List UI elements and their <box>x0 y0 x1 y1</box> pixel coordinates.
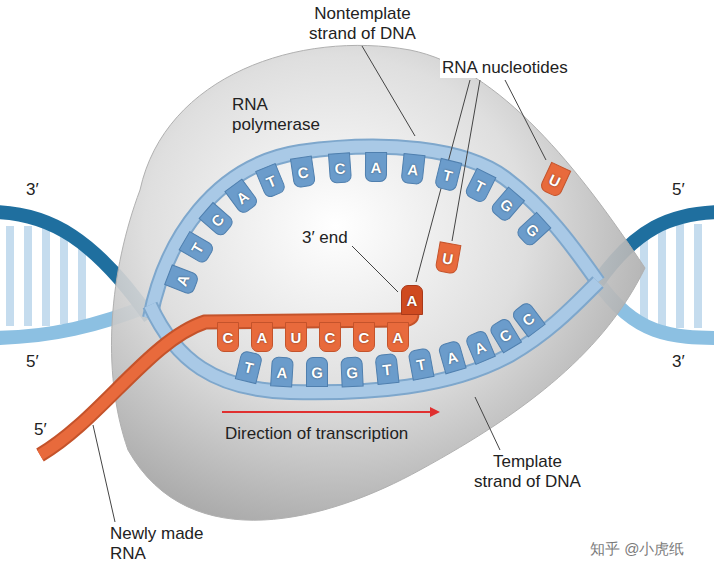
base-pair-rung <box>640 232 648 322</box>
base-letter: T <box>463 168 496 205</box>
base-letter: G <box>340 356 363 387</box>
base-letter: T <box>255 163 287 199</box>
leader-line <box>352 246 398 292</box>
base-letter: A <box>164 264 200 295</box>
strand-end-label: 5′ <box>34 420 47 440</box>
callout-label: 3′ end <box>302 228 348 248</box>
base-pair-rung <box>60 232 68 324</box>
base-pair-rung <box>42 228 50 326</box>
base-pair-rung <box>6 226 14 326</box>
template-strand <box>150 282 598 392</box>
base-letter: A <box>387 322 409 352</box>
base-letter: T <box>374 353 399 385</box>
base-letter: C <box>353 322 375 352</box>
base-letter: A <box>365 152 387 182</box>
callout-label: Template strand of DNA <box>470 452 585 491</box>
enzyme-label: RNA polymerase <box>232 95 327 134</box>
base-letter: G <box>489 187 525 224</box>
rna-polymerase-shape <box>111 45 645 520</box>
callout-label: Newly made RNA <box>110 524 210 563</box>
strand-end-label: 5′ <box>26 352 39 372</box>
base-letter: A <box>438 339 467 374</box>
base-letter: C <box>319 322 341 352</box>
base-letter: G <box>306 357 328 387</box>
base-letter: A <box>400 153 425 185</box>
watermark: 知乎 @小虎纸 <box>590 540 684 557</box>
leader-line <box>362 46 415 136</box>
strand-end-label: 5′ <box>672 180 685 200</box>
base-letter: A <box>270 356 294 387</box>
base-letter: U <box>435 241 462 274</box>
strand-end-label: 3′ <box>672 352 685 372</box>
base-letter: C <box>217 322 239 352</box>
direction-arrow <box>222 411 438 413</box>
callout-label: Nontemplate strand of DNA <box>300 4 425 43</box>
base-letter: T <box>408 347 435 381</box>
rna-strand <box>40 314 412 455</box>
leader-line <box>505 80 546 160</box>
base-letter: T <box>434 157 463 191</box>
base-letter: T <box>234 350 262 384</box>
base-letter: A <box>224 179 259 216</box>
base-letter: C <box>328 152 352 183</box>
base-letter: G <box>514 212 551 248</box>
base-letter: C <box>290 155 316 188</box>
leader-line <box>475 397 500 450</box>
direction-label: Direction of transcription <box>225 424 408 444</box>
base-letter: U <box>285 322 307 352</box>
nontemplate-strand <box>150 147 598 318</box>
base-pair-rung <box>24 226 32 326</box>
leader-line <box>452 80 480 241</box>
template-strand <box>150 282 598 392</box>
base-letter: C <box>198 202 235 238</box>
base-pair-rung <box>658 226 666 326</box>
leader-line <box>93 425 115 522</box>
base-letter: A <box>401 285 423 315</box>
base-letter: A <box>251 322 273 352</box>
base-pair-rung <box>676 224 684 328</box>
base-pair-rung <box>694 224 702 328</box>
base-letter: U <box>539 162 572 198</box>
callout-label: RNA nucleotides <box>440 58 570 78</box>
rna-strand <box>40 314 412 455</box>
base-letter: T <box>178 231 215 265</box>
strand-end-label: 3′ <box>26 180 39 200</box>
nontemplate-strand <box>150 147 598 318</box>
leader-line <box>416 80 470 282</box>
